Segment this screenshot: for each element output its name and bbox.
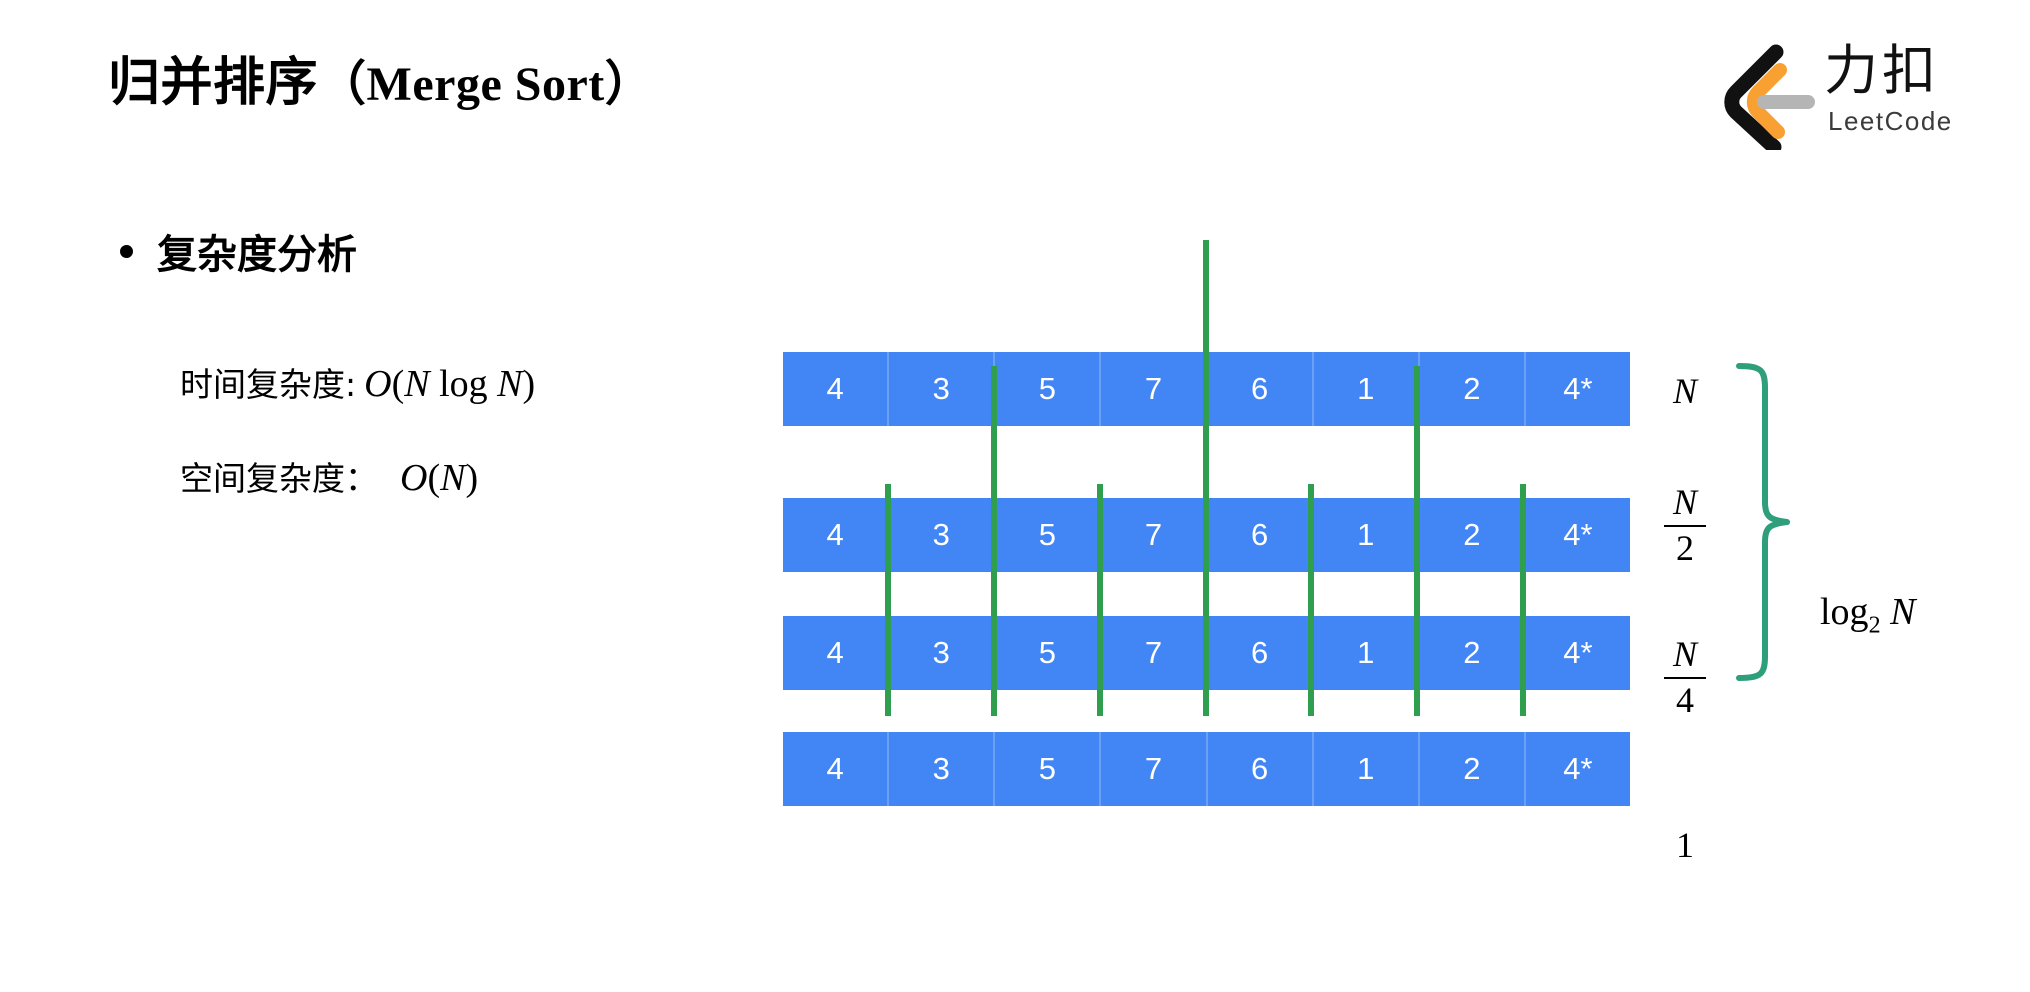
fraction-bar — [1664, 676, 1706, 679]
time-complexity-label: 时间复杂度: — [180, 365, 357, 404]
array-row-level-1: 4 3 5 7 6 1 2 4* — [783, 352, 1630, 426]
levels-brace — [1735, 362, 1805, 682]
array-cell: 7 — [1101, 616, 1208, 690]
array-cell: 5 — [995, 732, 1102, 806]
split-line-level-3 — [1520, 484, 1526, 716]
fraction-denominator: 4 — [1676, 679, 1694, 720]
curly-brace-icon — [1736, 363, 1790, 681]
row-label-one: 1 — [1676, 825, 1694, 865]
fraction-denominator: 2 — [1676, 527, 1694, 568]
array-cell: 6 — [1207, 616, 1314, 690]
array-cell: 4* — [1525, 616, 1630, 690]
bullet-heading-label: 复杂度分析 — [157, 232, 357, 278]
fraction-numerator: N — [1672, 482, 1697, 522]
array-cell: 1 — [1313, 498, 1420, 572]
array-cell: 6 — [1207, 732, 1314, 806]
logo-wordmark: LeetCode — [1828, 106, 1953, 136]
page-title-cjk: 归并排序 — [108, 53, 319, 113]
array-cell: 4* — [1525, 498, 1630, 572]
array-cell: 4 — [783, 616, 890, 690]
split-line-center — [1203, 240, 1209, 716]
array-cell: 4 — [783, 352, 890, 426]
array-cell: 1 — [1313, 352, 1420, 426]
array-cell: 6 — [1207, 498, 1314, 572]
array-cell: 1 — [1313, 616, 1420, 690]
array-cell: 3 — [889, 616, 996, 690]
array-cell: 1 — [1313, 732, 1420, 806]
brace-label-log2n: log2 N — [1820, 590, 1915, 640]
array-cell: 3 — [889, 498, 996, 572]
leetcode-logo: 力扣 LeetCode — [1718, 39, 1951, 152]
log-variable: N — [1890, 591, 1916, 633]
array-cell: 2 — [1419, 616, 1526, 690]
space-complexity-label: 空间复杂度： — [180, 459, 378, 498]
array-cell: 5 — [995, 498, 1102, 572]
fraction-bar — [1664, 524, 1706, 527]
array-cell: 2 — [1419, 352, 1526, 426]
row-label-n: N — [1672, 371, 1697, 411]
array-row-level-4: 4 3 5 7 6 1 2 4* — [783, 732, 1630, 806]
time-complexity-value: O(N log N) — [364, 363, 536, 405]
array-cell: 5 — [995, 616, 1102, 690]
logo-cjk-text: 力扣 — [1824, 39, 1940, 102]
split-line-level-2 — [991, 366, 997, 716]
page-title-paren-close: ） — [604, 58, 654, 111]
array-cell: 7 — [1101, 498, 1208, 572]
page-title-paren-open: （ — [318, 58, 367, 111]
split-line-level-3 — [1097, 484, 1103, 716]
log-subscript: 2 — [1868, 612, 1881, 639]
array-cell: 4 — [783, 732, 890, 806]
array-cell: 7 — [1101, 732, 1208, 806]
array-cell: 6 — [1207, 352, 1314, 426]
time-complexity-line: 时间复杂度: O(N log N) — [180, 358, 535, 406]
array-cell: 5 — [995, 352, 1102, 426]
leetcode-mark-icon — [1724, 44, 1815, 150]
fraction-numerator: N — [1672, 634, 1697, 674]
split-line-level-2 — [1414, 366, 1420, 716]
row-label-n-over-4: N 4 — [1658, 634, 1712, 720]
array-cell: 4* — [1525, 352, 1630, 426]
array-cell: 3 — [889, 732, 996, 806]
page-title: 归并排序（Merge Sort） — [108, 53, 654, 114]
array-cell: 4* — [1525, 732, 1630, 806]
array-cell: 2 — [1419, 732, 1526, 806]
row-label-n-over-2: N 2 — [1658, 482, 1712, 568]
split-line-level-3 — [885, 484, 891, 716]
array-row-level-3: 4 3 5 7 6 1 2 4* — [783, 616, 1630, 690]
bullet-dot-icon — [120, 244, 133, 258]
log-base-text: log — [1820, 591, 1869, 633]
bullet-heading: 复杂度分析 — [120, 222, 357, 280]
array-cell: 3 — [889, 352, 996, 426]
array-cell: 4 — [783, 498, 890, 572]
array-cell: 7 — [1101, 352, 1208, 426]
array-cell: 2 — [1419, 498, 1526, 572]
merge-sort-diagram: 4 3 5 7 6 1 2 4* 4 3 5 7 6 1 2 4* 4 3 5 … — [783, 240, 1633, 806]
page-title-latin: Merge Sort — [366, 58, 605, 111]
space-complexity-value: O(N) — [400, 457, 479, 499]
space-complexity-line: 空间复杂度： O(N) — [180, 452, 478, 500]
split-line-level-3 — [1308, 484, 1314, 716]
